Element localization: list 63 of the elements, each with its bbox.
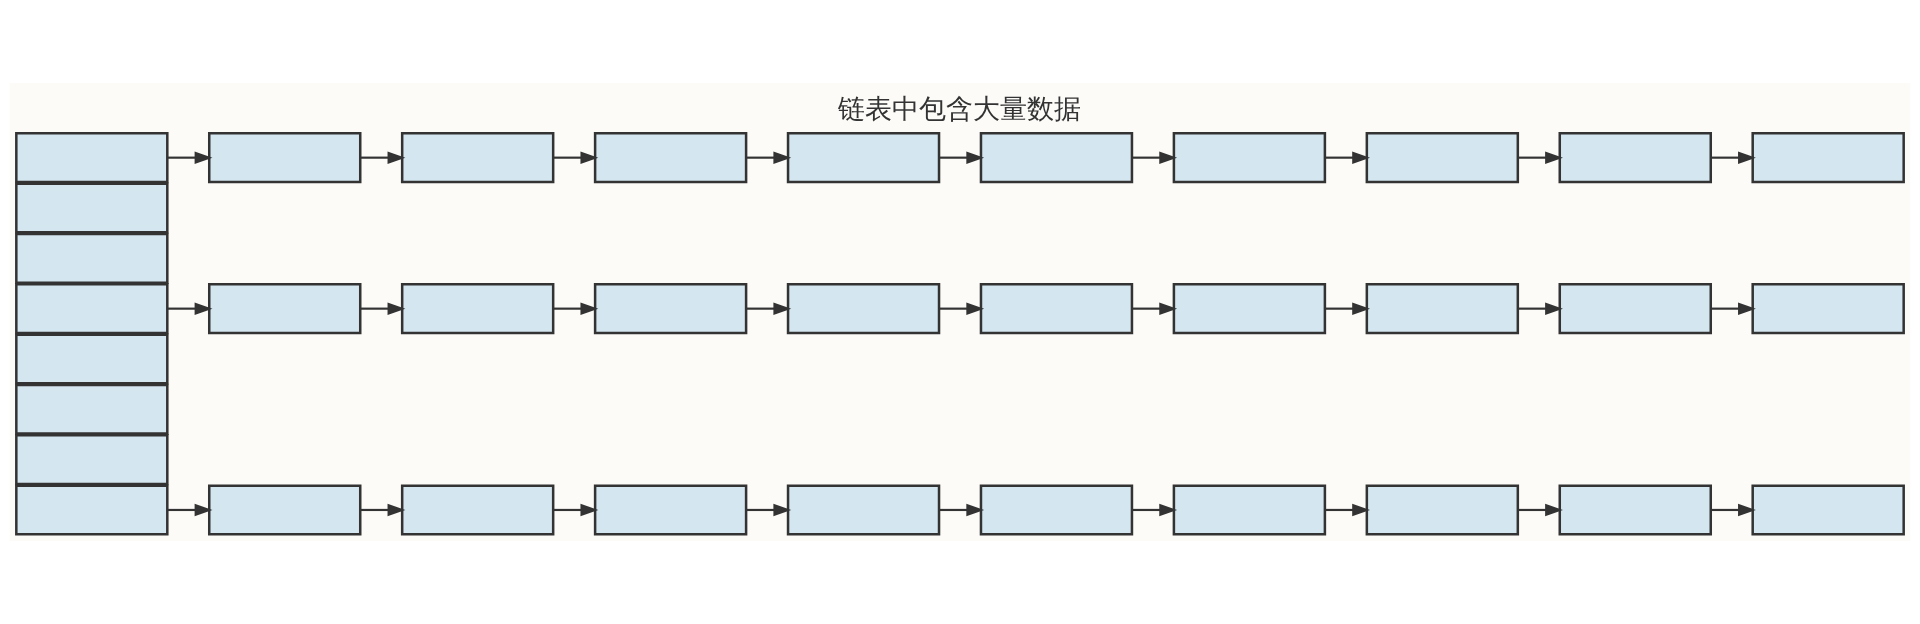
arrow <box>167 302 213 315</box>
node-box <box>15 232 169 284</box>
node-box <box>1365 132 1520 184</box>
node-box <box>786 484 941 536</box>
arrow <box>167 151 213 164</box>
arrow <box>939 302 985 315</box>
arrow <box>553 503 599 517</box>
node-box <box>15 132 169 184</box>
node-box <box>1558 283 1712 335</box>
arrow <box>1132 503 1178 517</box>
node-box <box>593 484 748 536</box>
node-box <box>15 182 169 234</box>
arrow <box>1324 302 1370 315</box>
node-box <box>15 434 169 486</box>
arrow <box>1132 302 1178 315</box>
arrow <box>1710 503 1756 517</box>
node-box <box>15 283 169 335</box>
arrow <box>1324 151 1370 164</box>
arrow <box>939 503 985 517</box>
arrow <box>1324 503 1370 517</box>
node-box <box>15 333 169 385</box>
arrow <box>939 151 985 164</box>
node-box <box>979 132 1134 184</box>
node-box <box>15 383 169 435</box>
node-box <box>1172 132 1327 184</box>
arrow <box>360 503 406 517</box>
node-box <box>1365 283 1520 335</box>
node-box <box>1751 484 1905 536</box>
arrow <box>1517 151 1563 164</box>
node-box <box>786 283 941 335</box>
node-box <box>15 484 169 536</box>
node-box <box>979 484 1134 536</box>
node-box <box>208 283 362 335</box>
arrow <box>553 302 599 315</box>
node-box <box>400 484 555 536</box>
arrow <box>1710 302 1756 315</box>
node-box <box>1558 484 1712 536</box>
node-box <box>593 283 748 335</box>
node-box <box>979 283 1134 335</box>
node-box <box>208 132 362 184</box>
arrow <box>746 503 792 517</box>
arrow <box>1517 503 1563 517</box>
node-box <box>400 283 555 335</box>
arrow <box>1710 151 1756 164</box>
arrow <box>746 302 792 315</box>
node-box <box>1751 132 1905 184</box>
node-box <box>1751 283 1905 335</box>
arrow <box>167 503 213 517</box>
node-box <box>208 484 362 536</box>
node-box <box>1172 283 1327 335</box>
arrow <box>553 151 599 164</box>
node-box <box>1365 484 1520 536</box>
node-box <box>786 132 941 184</box>
diagram-title: 链表中包含大量数据 <box>838 92 1082 124</box>
arrow <box>1517 302 1563 315</box>
node-box <box>1558 132 1712 184</box>
node-box <box>400 132 555 184</box>
node-box <box>1172 484 1327 536</box>
arrow <box>746 151 792 164</box>
arrow <box>360 151 406 164</box>
node-box <box>593 132 748 184</box>
arrow <box>360 302 406 315</box>
arrow <box>1132 151 1178 164</box>
